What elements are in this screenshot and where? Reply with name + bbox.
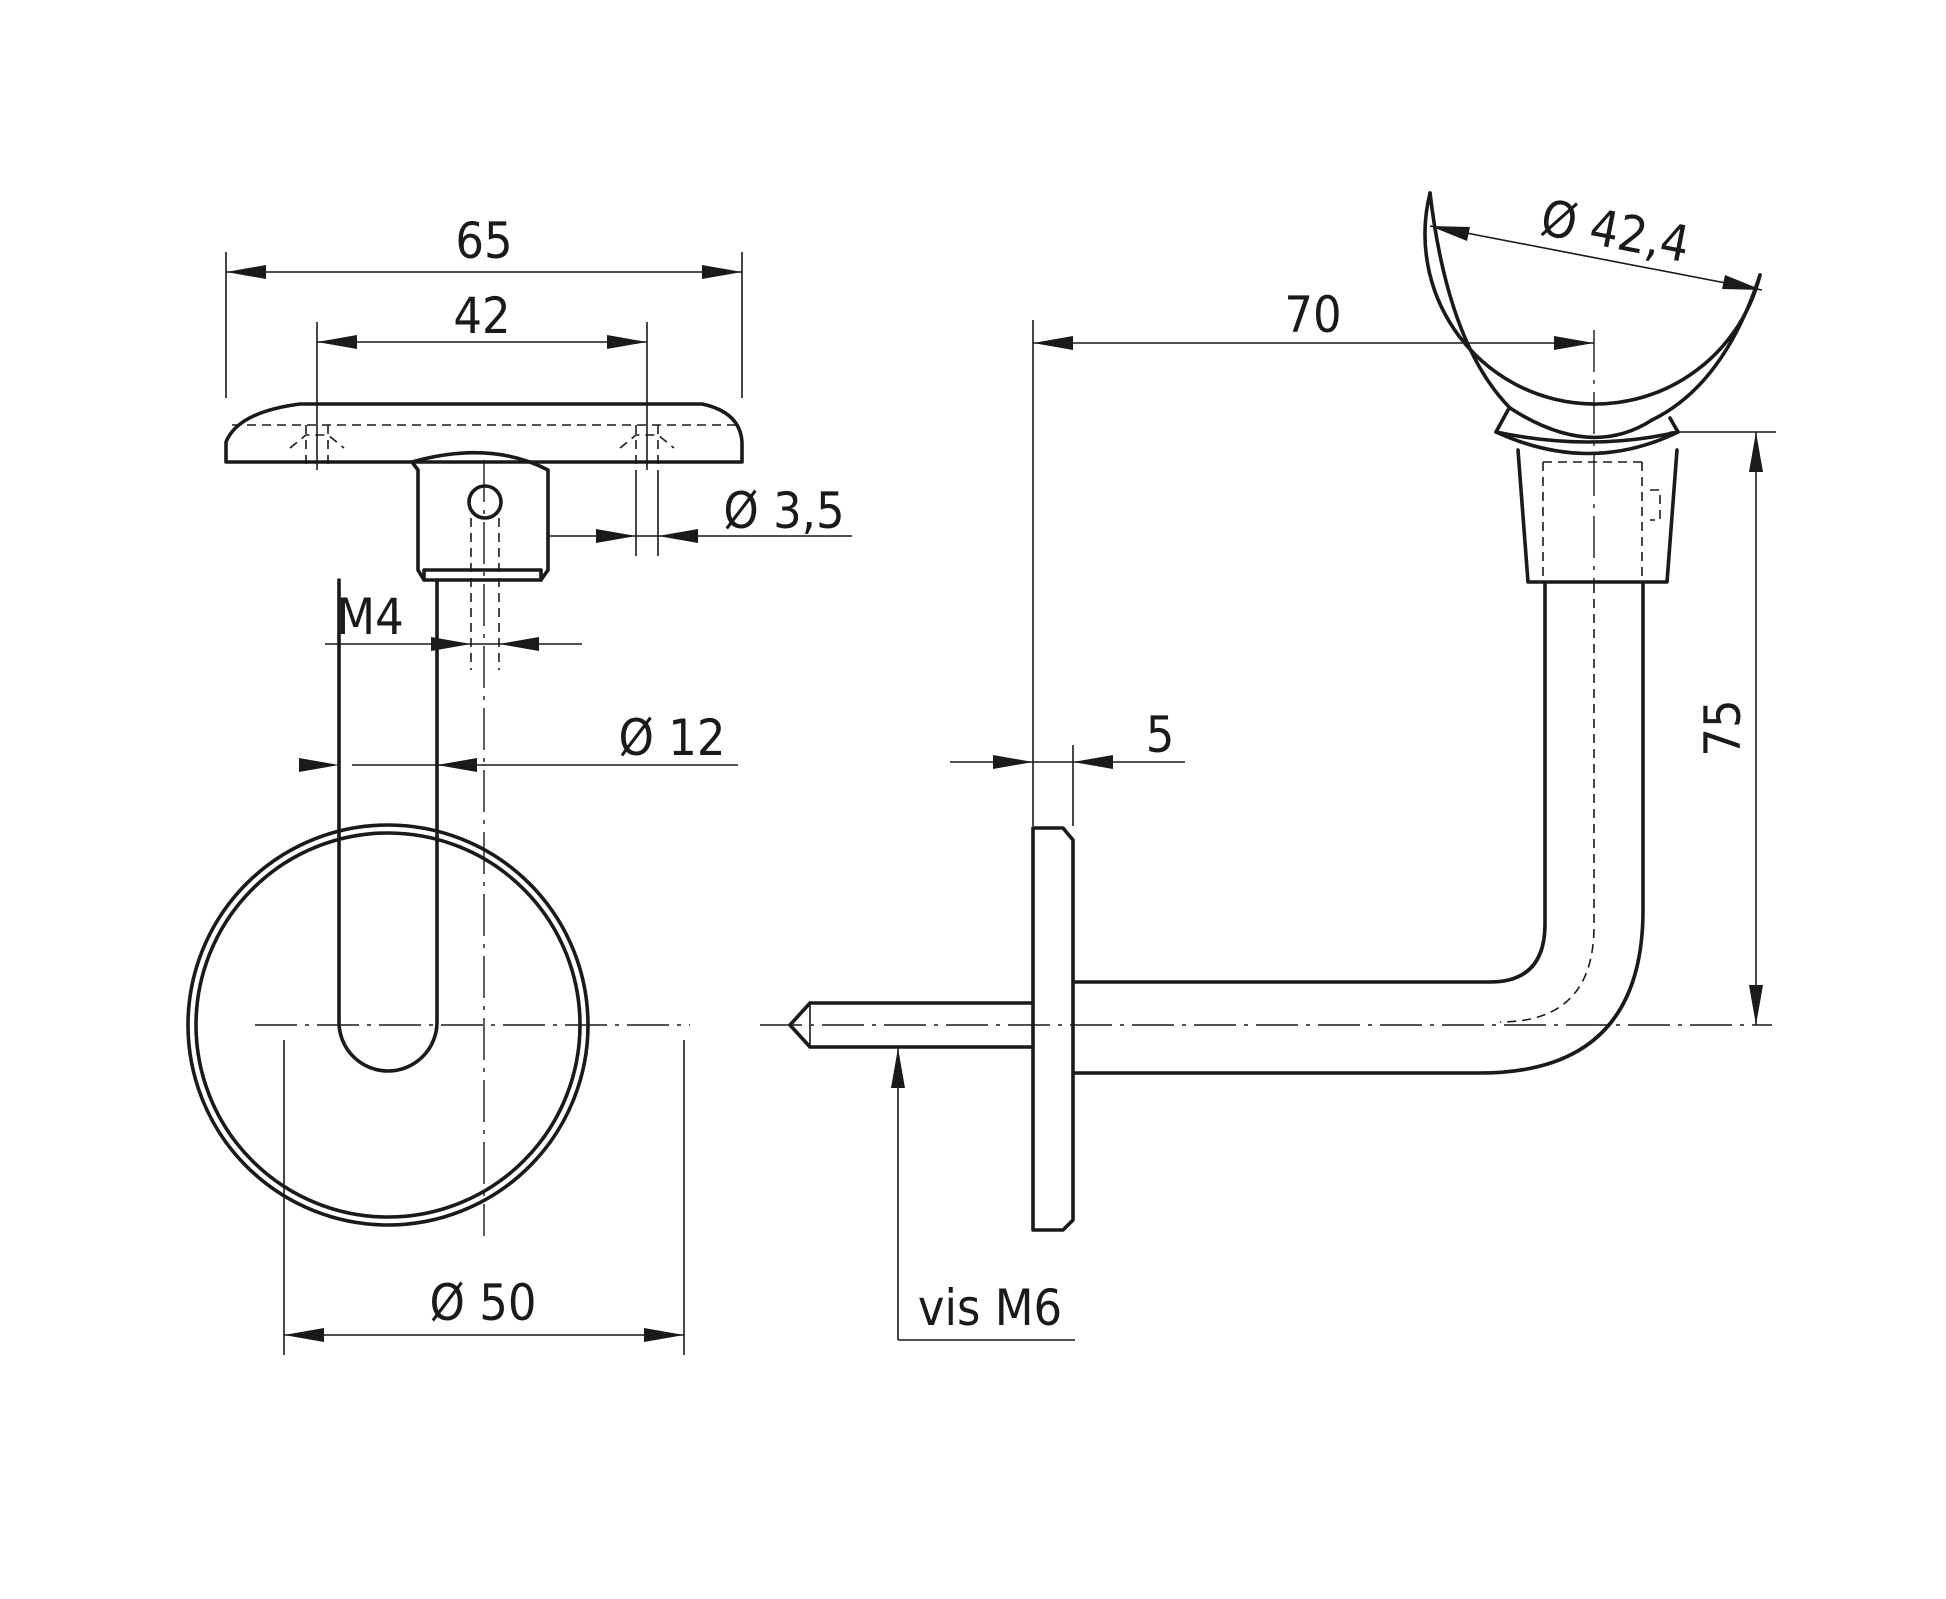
- dim-handrail-diameter: Ø 42,4: [1429, 189, 1763, 291]
- bent-tube: [1073, 582, 1645, 1075]
- dim-height-label: 75: [1694, 699, 1752, 756]
- dim-overall-width-label: 65: [455, 212, 512, 270]
- front-view: 65 42 Ø 3,5 M4: [186, 212, 852, 1355]
- hinge-block: [410, 450, 550, 582]
- dim-hole-spacing: 42: [316, 287, 648, 470]
- dim-hole-spacing-label: 42: [453, 287, 510, 345]
- dim-projection: 70: [1032, 286, 1594, 826]
- dim-thread-label: M4: [336, 588, 403, 646]
- side-view: Ø 42,4 70 5 75: [760, 189, 1776, 1341]
- dim-wall-plate-diameter-label: Ø 50: [430, 1274, 537, 1332]
- dim-tube-diameter: Ø 12: [299, 709, 738, 772]
- dim-height: 75: [1694, 432, 1763, 1025]
- saddle-side: [1494, 408, 1776, 456]
- dim-overall-width: 65: [225, 212, 743, 398]
- label-screw: vis M6: [918, 1279, 1062, 1337]
- socket: [1516, 448, 1679, 584]
- handrail-section: [1423, 191, 1762, 440]
- dim-wall-plate-diameter: Ø 50: [283, 1040, 685, 1355]
- vertical-tube: [337, 578, 439, 1073]
- dim-hole-diameter-label: Ø 3,5: [723, 482, 844, 540]
- dim-tube-diameter-label: Ø 12: [619, 709, 726, 767]
- wall-plate-side: [1031, 826, 1075, 1232]
- dim-thread: M4: [325, 588, 582, 651]
- label-screw-leader: vis M6: [891, 1048, 1075, 1341]
- dim-plate-thickness-label: 5: [1146, 706, 1175, 764]
- dim-plate-thickness: 5: [950, 706, 1185, 826]
- dim-hole-diameter: Ø 3,5: [548, 470, 852, 556]
- dim-projection-label: 70: [1284, 286, 1341, 344]
